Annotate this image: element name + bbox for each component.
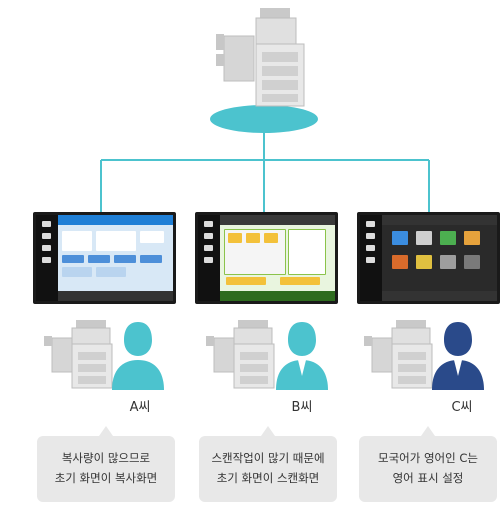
user-b-description-line1: 스캔작업이 많기 때문에 <box>211 451 325 465</box>
multifunction-printer-icon <box>216 8 305 107</box>
panel-sidebar <box>198 215 220 301</box>
panel-header <box>58 215 173 225</box>
printer-with-person-c-icon <box>364 320 484 390</box>
panel-footer <box>382 291 497 301</box>
user-c-name: C씨 <box>451 400 473 415</box>
user-c-description-line2: 영어 표시 설정 <box>392 471 464 485</box>
person-b-silhouette <box>276 322 328 390</box>
panel-sidebar <box>36 215 58 301</box>
user-a-description-line2: 초기 화면이 복사화면 <box>54 471 158 485</box>
connector-line-a <box>100 132 430 212</box>
user-c-description-line1: 모국어가 영어인 C는 <box>378 451 478 465</box>
panel-body <box>382 225 497 291</box>
user-a-bubble: 복사량이 많으므로 초기 화면이 복사화면 <box>37 426 175 502</box>
user-b-bubble: 스캔작업이 많기 때문에 초기 화면이 스캔화면 <box>199 426 337 502</box>
panel-copy-screen <box>33 212 176 304</box>
panel-sidebar <box>360 215 382 301</box>
user-a-name: A씨 <box>129 400 151 415</box>
user-b-name: B씨 <box>291 400 313 415</box>
panel-body <box>220 225 335 291</box>
panel-footer <box>58 291 173 301</box>
panel-header <box>220 215 335 225</box>
user-a-description-line1: 복사량이 많으므로 <box>61 451 151 465</box>
panel-footer <box>220 291 335 301</box>
user-b-description-line2: 초기 화면이 스캔화면 <box>216 471 320 485</box>
panel-header <box>382 215 497 225</box>
user-c-bubble: 모국어가 영어인 C는 영어 표시 설정 <box>359 426 497 502</box>
printer-with-person-b-icon <box>206 320 328 390</box>
person-c-silhouette <box>432 322 484 390</box>
panel-body <box>58 225 173 291</box>
printer-with-person-a-icon <box>44 320 164 390</box>
panel-scan-screen <box>195 212 338 304</box>
panel-main-menu-screen <box>357 212 500 304</box>
person-a-silhouette <box>112 322 164 390</box>
platform-ellipse <box>210 105 318 133</box>
